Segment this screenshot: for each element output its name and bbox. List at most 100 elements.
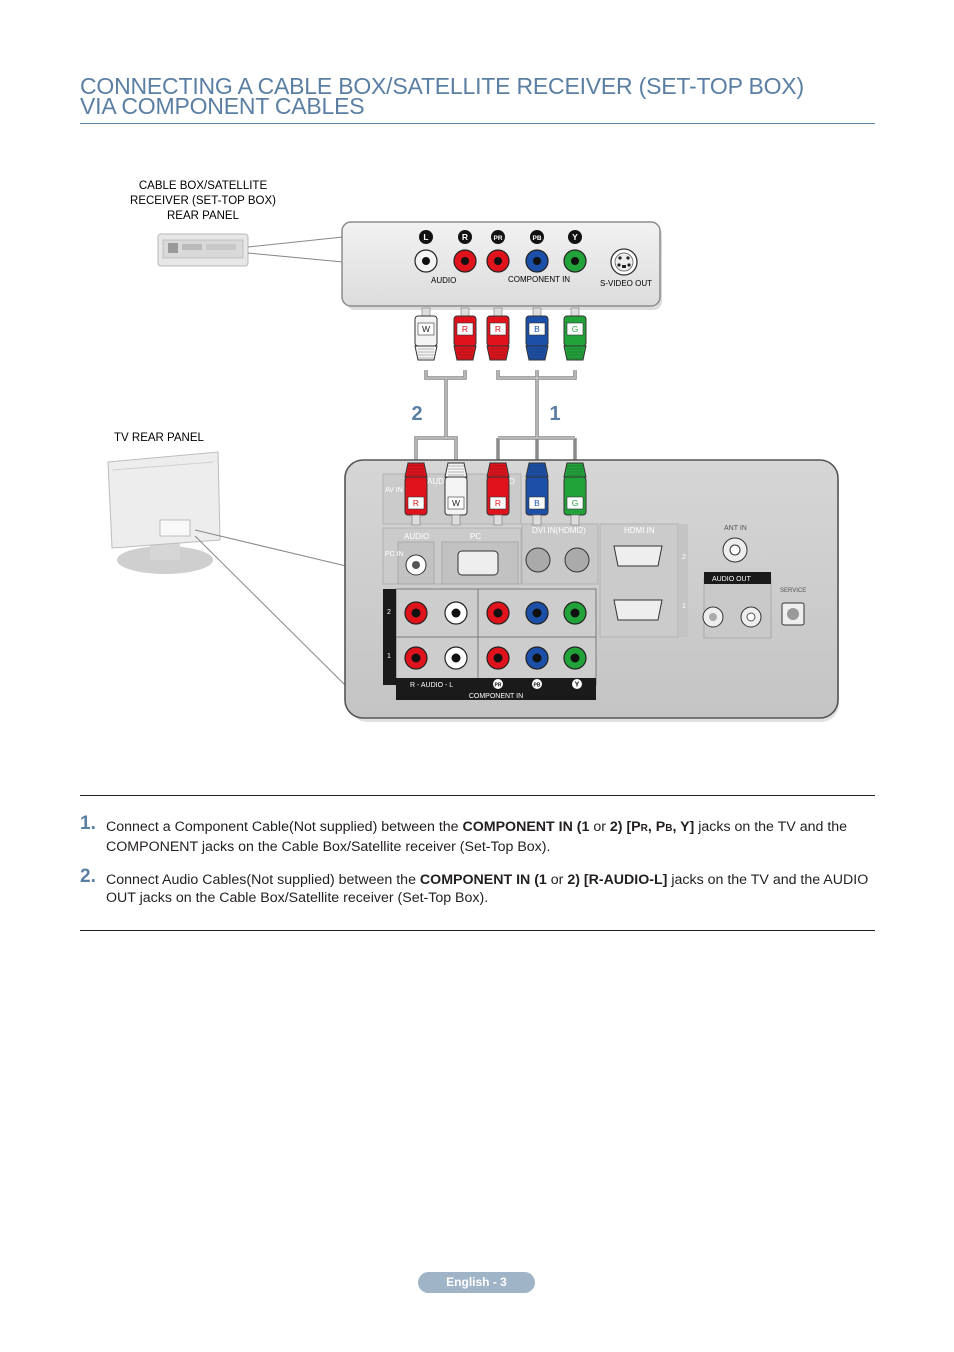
svg-text:Y: Y: [572, 232, 578, 242]
tv-plug-2: R: [486, 462, 510, 526]
tv-jack-row1-4: [563, 646, 587, 670]
step-2-text-b: COMPONENT IN (1: [419, 872, 547, 888]
tv-ant-label: ANT IN: [724, 525, 747, 532]
svg-text:G: G: [572, 498, 579, 508]
stb-jack-letter-3: PB: [530, 230, 544, 244]
stb-label-line-3: REAR PANEL: [167, 210, 240, 222]
svg-text:L: L: [423, 232, 428, 242]
tv-rear-panel-label: TV REAR PANEL: [114, 432, 204, 444]
stb-plug-2: R: [486, 307, 510, 361]
step-2-text-a: Connect Audio Cables(Not supplied) betwe…: [106, 872, 420, 888]
tv-jack-row2-2: [486, 601, 510, 625]
svg-text:W: W: [422, 324, 430, 334]
tv-jack-row2-3: [525, 601, 549, 625]
svg-text:W: W: [452, 498, 460, 508]
tv-av-in-label: AV IN: [385, 487, 403, 494]
tv-comp-letter-0: PR: [493, 679, 503, 689]
tv-hdmi-2-label: 2: [682, 554, 686, 561]
step-1-text-b: COMPONENT IN (1: [462, 819, 590, 835]
step-1-text-e: R: [640, 823, 648, 834]
stb-plug-3: B: [525, 307, 549, 361]
tv-jack-row1-3: [525, 646, 549, 670]
tv-audio-label: AUDIO: [404, 532, 429, 541]
tv-audio-out-label: AUDIO OUT: [712, 576, 752, 583]
svg-text:PR: PR: [495, 683, 502, 689]
step-1-text-c: or: [589, 819, 610, 835]
tv-plug-0: R: [404, 462, 428, 526]
tv-plug-4: G: [563, 462, 587, 526]
step-1-text-h: , Y]: [672, 819, 695, 835]
stb-label-line-2: RECEIVER (SET-TOP BOX): [130, 195, 276, 207]
section-rule-bottom: [80, 930, 875, 931]
svideo-jack: [610, 248, 638, 276]
tv-jack-row2-0: [404, 601, 428, 625]
svg-text:B: B: [534, 324, 540, 334]
step-2-text-e: jacks on the TV and the AUDIO OUT jacks …: [106, 872, 869, 906]
step-1-text: Connect a Component Cable(Not supplied) …: [106, 818, 875, 856]
stb-device-illustration: [157, 233, 344, 267]
cable-number-audio: 2: [411, 403, 422, 425]
tv-service-label: SERVICE: [780, 588, 806, 594]
step-1-number: 1.: [80, 813, 96, 834]
stb-jack-1: [453, 249, 477, 273]
tv-jack-row1-2: [486, 646, 510, 670]
tv-pc-in-label: PC IN: [385, 551, 404, 558]
step-2-text-c: or: [546, 872, 568, 888]
step-2-number: 2.: [80, 866, 96, 887]
tv-comp-letter-1: PB: [532, 679, 542, 689]
section-rule-top: [80, 795, 875, 796]
svg-text:R: R: [413, 498, 419, 508]
step-1-text-f: , P: [647, 819, 666, 835]
stb-plug-0: W: [414, 307, 438, 361]
tv-connectors: [405, 537, 805, 628]
title-rule: [80, 123, 875, 124]
svg-text:R: R: [495, 498, 501, 508]
tv-av-audio-label: AUDIO: [427, 477, 452, 486]
stb-jack-letter-0: L: [419, 230, 433, 244]
page-title: CONNECTING A CABLE BOX/SATELLITE RECEIVE…: [80, 73, 880, 118]
tv-audio-rl-label: R - AUDIO - L: [410, 682, 453, 689]
tv-component-in-label: COMPONENT IN: [469, 693, 523, 700]
tv-illustration: [107, 451, 347, 687]
tv-pc-label: PC: [470, 532, 481, 541]
stb-jack-letter-4: Y: [568, 230, 582, 244]
tv-dvi-label: DVI IN(HDMI2): [532, 526, 586, 535]
stb-component-in-label: COMPONENT IN: [508, 275, 570, 284]
step-1-text-a: Connect a Component Cable(Not supplied) …: [106, 819, 463, 835]
step-1-text-d: 2) [P: [609, 819, 641, 835]
page-footer: English - 3: [418, 1272, 535, 1293]
tv-plug-1: W: [444, 462, 468, 526]
connection-diagram: CABLE BOX/SATELLITE RECEIVER (SET-TOP BO…: [107, 180, 839, 722]
step-2: 2. Connect Audio Cables(Not supplied) be…: [80, 866, 875, 907]
tv-row-1-label: 1: [387, 653, 391, 660]
svg-text:PB: PB: [532, 235, 541, 242]
svg-text:Y: Y: [575, 682, 580, 689]
tv-row-2-label: 2: [387, 609, 391, 616]
tv-plug-3: B: [525, 462, 549, 526]
svg-text:B: B: [534, 498, 540, 508]
step-2-text-d: 2) [R-AUDIO-L]: [567, 872, 668, 888]
stb-jack-0: [414, 249, 438, 273]
svg-text:PB: PB: [534, 683, 541, 689]
stb-plug-4: G: [563, 307, 587, 361]
svg-text:R: R: [462, 324, 468, 334]
stb-jack-3: [525, 249, 549, 273]
svg-text:R: R: [495, 324, 501, 334]
step-1-text-g: B: [665, 823, 673, 834]
tv-jack-row1-0: [404, 646, 428, 670]
stb-jack-letter-1: R: [458, 230, 472, 244]
stb-svideo-out-label: S-VIDEO OUT: [600, 279, 652, 288]
stb-label-line-1: CABLE BOX/SATELLITE: [139, 180, 268, 192]
tv-jack-row2-4: [563, 601, 587, 625]
stb-jack-letter-2: PR: [491, 230, 505, 244]
stb-jack-2: [486, 249, 510, 273]
tv-jack-row2-1: [444, 601, 468, 625]
cable-number-component: 1: [549, 403, 560, 425]
step-1: 1. Connect a Component Cable(Not supplie…: [80, 813, 875, 856]
tv-jack-row1-1: [444, 646, 468, 670]
svg-text:R: R: [462, 232, 468, 242]
step-2-text: Connect Audio Cables(Not supplied) betwe…: [106, 871, 875, 907]
stb-audio-label: AUDIO: [431, 276, 456, 285]
title-line-1: CONNECTING A CABLE BOX/SATELLITE RECEIVE…: [80, 73, 804, 99]
tv-comp-letter-2: Y: [572, 679, 582, 689]
